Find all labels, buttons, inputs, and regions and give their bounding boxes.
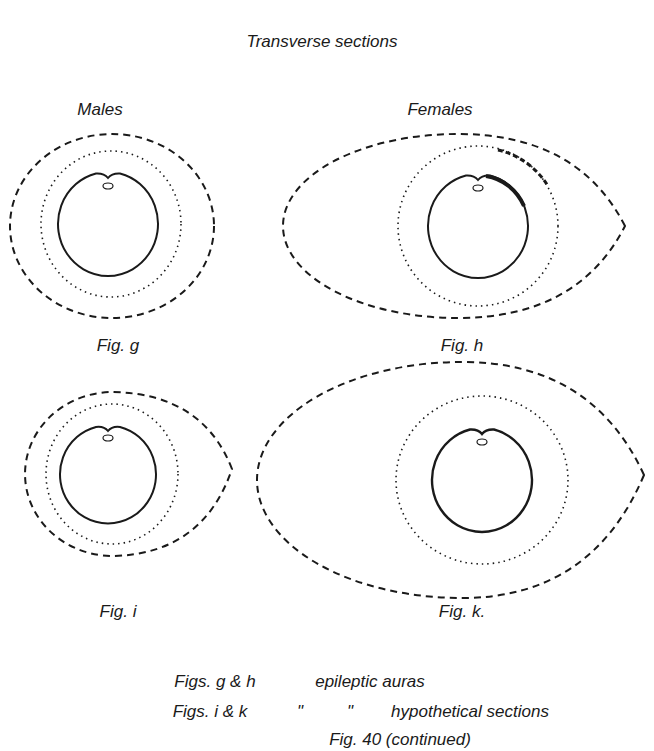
caption-text: Figs. i & k — [173, 703, 248, 722]
section-figure — [25, 392, 232, 556]
caption-text: hypothetical sections — [391, 703, 549, 722]
title-text: Transverse sections — [247, 33, 398, 52]
section-figure — [10, 134, 214, 318]
figure-label: Fig. k. — [439, 603, 485, 622]
figure-label: Fig. g — [97, 337, 140, 356]
figure-label: Fig. h — [441, 337, 484, 356]
figure-caption: Fig. 40 (continued) — [329, 731, 471, 750]
column-heading: Males — [77, 101, 122, 120]
figure-label: Fig. i — [100, 603, 137, 622]
column-heading: Females — [407, 101, 472, 120]
caption-text: epileptic auras — [315, 673, 425, 692]
caption-text: Figs. g & h — [174, 673, 255, 692]
ditto-mark: " — [347, 703, 353, 722]
ditto-mark: " — [297, 703, 303, 722]
section-figure — [257, 362, 644, 598]
section-figure — [283, 134, 625, 318]
